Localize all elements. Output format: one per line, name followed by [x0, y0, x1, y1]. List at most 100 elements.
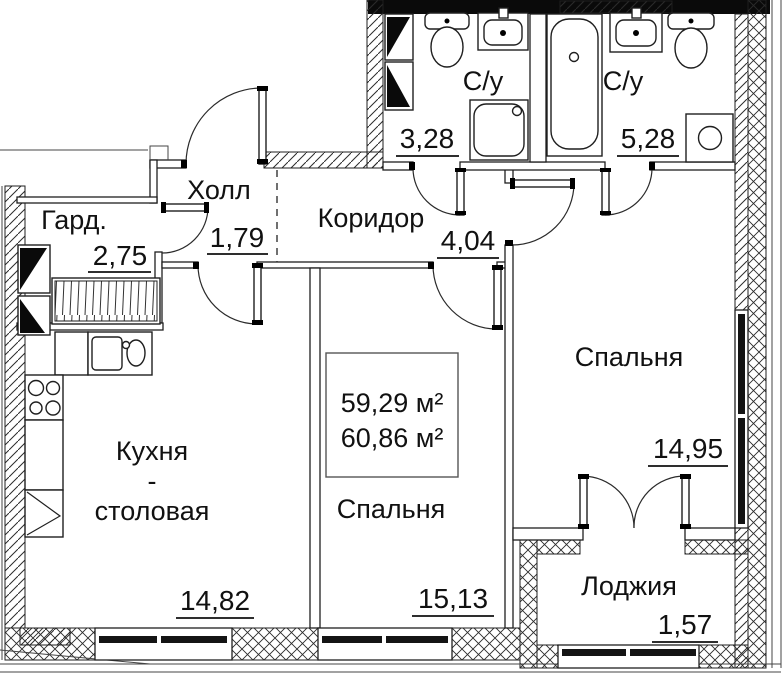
window-sash	[322, 636, 382, 643]
room-label-bathroom2: С/у	[603, 66, 644, 96]
wall-wardrobe-top	[16, 196, 158, 204]
door-cap	[252, 320, 263, 325]
stove-icon	[24, 374, 64, 421]
wall-loggia-stub-left	[512, 527, 584, 541]
room-label-loggia: Лоджия	[581, 571, 677, 601]
loggia-window	[557, 644, 700, 669]
door-cap	[455, 168, 466, 172]
door-jamb	[193, 262, 199, 269]
door-cap	[161, 202, 166, 213]
door-cap	[492, 265, 503, 270]
kitchen-window	[94, 627, 233, 661]
door-cap	[492, 325, 503, 330]
bedroom-mid-door-arc-icon	[432, 264, 498, 330]
total-area-line2: 60,86 м²	[341, 423, 444, 453]
door-cap	[600, 211, 611, 215]
window-sash	[738, 314, 745, 414]
wall-between-bathrooms	[529, 13, 547, 163]
loggia-wall-left	[519, 539, 538, 669]
door-cap	[600, 168, 611, 172]
door-jamb	[505, 240, 513, 246]
outer-line-bottom-taper	[0, 649, 151, 665]
door-cap	[257, 86, 268, 91]
wall-bottom-corner-block	[19, 627, 71, 646]
sink-icon	[609, 7, 663, 53]
toilet-icon	[424, 12, 470, 68]
window-sash	[99, 636, 157, 643]
toilet-icon	[667, 12, 715, 69]
entrance-door-leaf	[258, 87, 267, 165]
shower-icon	[469, 99, 529, 161]
door-cap	[578, 474, 589, 479]
room-label-bathroom1: С/у	[463, 66, 504, 96]
room-label-kitchen-line1: Кухня	[116, 436, 188, 466]
kitchen-cabinet	[24, 419, 64, 491]
wall-bathroom-left-hatched	[366, 0, 384, 169]
fixtures	[17, 7, 734, 538]
wall-hall-top-hatched	[263, 151, 384, 169]
window-sash	[630, 649, 696, 656]
entrance-door-arc-icon	[185, 87, 263, 165]
door-cap	[257, 159, 268, 164]
loggia-wall-bottom-left	[536, 644, 559, 669]
door-cap	[680, 524, 691, 529]
wardrobe-rack-icon	[51, 277, 161, 325]
room-area-kitchen: 14,82	[180, 585, 250, 616]
door-cap	[455, 211, 466, 215]
door-cap	[510, 178, 515, 189]
room-area-bedroom-right: 14,95	[653, 433, 723, 464]
room-label-hall: Холл	[187, 175, 251, 205]
vent-shaft-icon	[384, 13, 414, 111]
wall-kitchen-bedroom	[309, 267, 321, 629]
washing-machine-icon	[685, 113, 734, 163]
windows	[94, 309, 749, 669]
loggia-door-arc-icon	[582, 475, 635, 529]
bathroom1-door-leaf	[456, 169, 465, 216]
wall-hall-bottom	[161, 261, 199, 269]
wardrobe-door-leaf	[162, 203, 209, 212]
loggia-door-leaf	[681, 475, 690, 529]
wardrobe-door-arc-icon	[161, 206, 209, 254]
door-cap	[252, 263, 263, 268]
wall-bathroom-bottom	[649, 161, 736, 171]
door-jamb	[181, 160, 187, 168]
bedroom-right-door-leaf	[511, 179, 575, 188]
door-jamb	[649, 162, 655, 170]
total-area-box: 59,29 м² 60,86 м²	[325, 352, 459, 478]
room-label-bedroom-right: Спальня	[575, 342, 684, 372]
fridge-icon	[24, 489, 64, 538]
door-jamb	[409, 162, 415, 170]
loggia-wall-top-right	[684, 539, 749, 555]
wall-bottom-segment	[451, 627, 521, 661]
kitchen-door-leaf	[253, 264, 262, 325]
bathroom1-door-arc-icon	[412, 167, 461, 216]
wall-right-outer	[747, 0, 767, 669]
door-cap	[578, 524, 589, 529]
loggia-wall-bottom-right	[698, 644, 749, 669]
room-area-bedroom-mid: 15,13	[418, 583, 488, 614]
kitchen-sink-icon	[54, 331, 153, 376]
room-area-hall: 1,79	[210, 222, 265, 253]
wall-top-hatched-segment	[559, 0, 673, 14]
kitchen-door-arc-icon	[197, 264, 258, 325]
window-sash	[386, 636, 448, 643]
wall-corridor-bottom	[256, 261, 434, 269]
loggia-door-leaf	[579, 475, 588, 529]
door-cap	[570, 178, 575, 189]
loggia-door-arc-icon	[633, 475, 686, 529]
bedroom-mid-window	[317, 627, 453, 661]
sink-icon	[477, 7, 529, 51]
door-cap	[680, 474, 691, 479]
bathtub-icon	[546, 13, 603, 157]
room-area-wardrobe: 2,75	[93, 240, 148, 271]
wall-entrance-step	[149, 145, 169, 160]
room-area-corridor: 4,04	[441, 225, 496, 256]
window-sash	[161, 636, 227, 643]
room-label-wardrobe: Гард.	[41, 205, 107, 235]
wall-loggia-stub-right	[684, 527, 736, 541]
labels: Холл 1,79 Гард. 2,75 Коридор 4,04 С/у 3,…	[41, 66, 728, 643]
total-area-line1: 59,29 м²	[341, 388, 444, 418]
doors	[161, 86, 691, 529]
